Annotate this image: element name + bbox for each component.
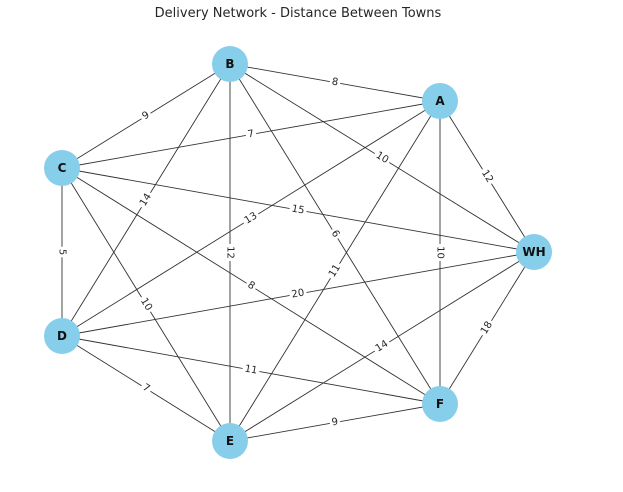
edge-distance-text: 12: [225, 246, 236, 259]
node-label: E: [226, 434, 234, 448]
edge-distance-text: 10: [435, 246, 446, 259]
edge-distance-text: 15: [291, 203, 305, 216]
edge-label-background: [371, 336, 393, 357]
node-e: E: [212, 423, 248, 459]
node-wh: WH: [516, 234, 552, 270]
edge-label-background: [326, 226, 344, 242]
node-label: B: [225, 57, 234, 71]
node-label: D: [57, 329, 67, 343]
edge-label-background: [325, 260, 345, 282]
edge-distance-text: 7: [140, 382, 151, 395]
edge-label-c-d: 5: [55, 246, 69, 258]
edge-label-e-f: 9: [328, 415, 342, 430]
edge-label-background: [244, 127, 258, 142]
node-circle: [516, 234, 552, 270]
node-circle: [422, 83, 458, 119]
node-b: B: [212, 46, 248, 82]
edge-label-background: [433, 244, 447, 261]
edge-distance-text: 20: [291, 287, 305, 300]
edge-distance-text: 8: [331, 77, 339, 89]
node-d: D: [44, 318, 80, 354]
edge-label-background: [288, 202, 308, 218]
edge-label-background: [477, 317, 497, 339]
edge-label-b-e: 12: [223, 244, 237, 261]
edge-distance-text: 9: [140, 110, 151, 123]
edge-label-background: [476, 165, 498, 188]
edge-label-b-d: 14: [136, 189, 156, 211]
edge-distance-text: 8: [245, 280, 256, 293]
edge-label-b-wh: 10: [371, 148, 393, 168]
edge-label-b-f: 6: [326, 226, 344, 242]
edge-label-d-f: 11: [241, 362, 261, 378]
edge-label-c-wh: 15: [288, 202, 308, 218]
edge-label-a-c: 7: [244, 127, 258, 142]
edge-label-background: [138, 380, 154, 397]
diagram-title: Delivery Network - Distance Between Town…: [154, 6, 442, 21]
edge-label-d-e: 7: [138, 380, 154, 397]
edge-label-wh-e: 14: [371, 336, 393, 357]
node-label: F: [436, 397, 444, 411]
node-circle: [44, 150, 80, 186]
node-label: WH: [522, 245, 545, 259]
node-circle: [212, 46, 248, 82]
nodes-layer: B A C WH D F E: [44, 46, 552, 459]
edge-label-background: [136, 293, 156, 316]
edge-label-background: [288, 286, 308, 302]
node-circle: [212, 423, 248, 459]
edge-label-background: [136, 189, 156, 211]
edge-label-d-wh: 20: [288, 286, 308, 302]
edge-distance-text: 6: [329, 228, 342, 239]
edge-label-b-a: 8: [328, 75, 342, 90]
edge-label-background: [138, 107, 154, 125]
edge-label-background: [55, 246, 69, 258]
node-c: C: [44, 150, 80, 186]
node-label: A: [435, 94, 445, 108]
edge-label-background: [328, 415, 342, 430]
edge-label-c-e: 10: [136, 293, 156, 316]
node-f: F: [422, 386, 458, 422]
edge-label-background: [240, 208, 262, 229]
edge-distance-text: 7: [247, 129, 255, 141]
node-circle: [422, 386, 458, 422]
edge-label-c-f: 8: [243, 277, 259, 295]
edge-label-wh-f: 18: [477, 317, 497, 339]
edge-label-background: [243, 277, 259, 295]
edge-label-a-wh: 12: [476, 165, 498, 188]
edge-distance-text: 11: [244, 363, 258, 376]
edge-label-background: [371, 148, 393, 168]
edge-labels-layer: 8 9 7 10 12 14 15 13 6 5 12 10 11 8 20 10 14 18 11 7 9: [55, 75, 498, 430]
edge-distance-text: 5: [57, 249, 68, 255]
node-a: A: [422, 83, 458, 119]
node-circle: [44, 318, 80, 354]
edge-distance-text: 9: [331, 417, 339, 429]
edge-label-background: [223, 244, 237, 261]
edge-label-b-c: 9: [138, 107, 154, 125]
node-label: C: [58, 161, 67, 175]
edge-label-a-f: 10: [433, 244, 447, 261]
edges-layer: [61, 63, 535, 442]
edge-label-a-e: 11: [325, 260, 345, 282]
edge-label-background: [328, 75, 342, 90]
edge-label-a-d: 13: [240, 208, 262, 229]
edge-label-background: [241, 362, 261, 378]
